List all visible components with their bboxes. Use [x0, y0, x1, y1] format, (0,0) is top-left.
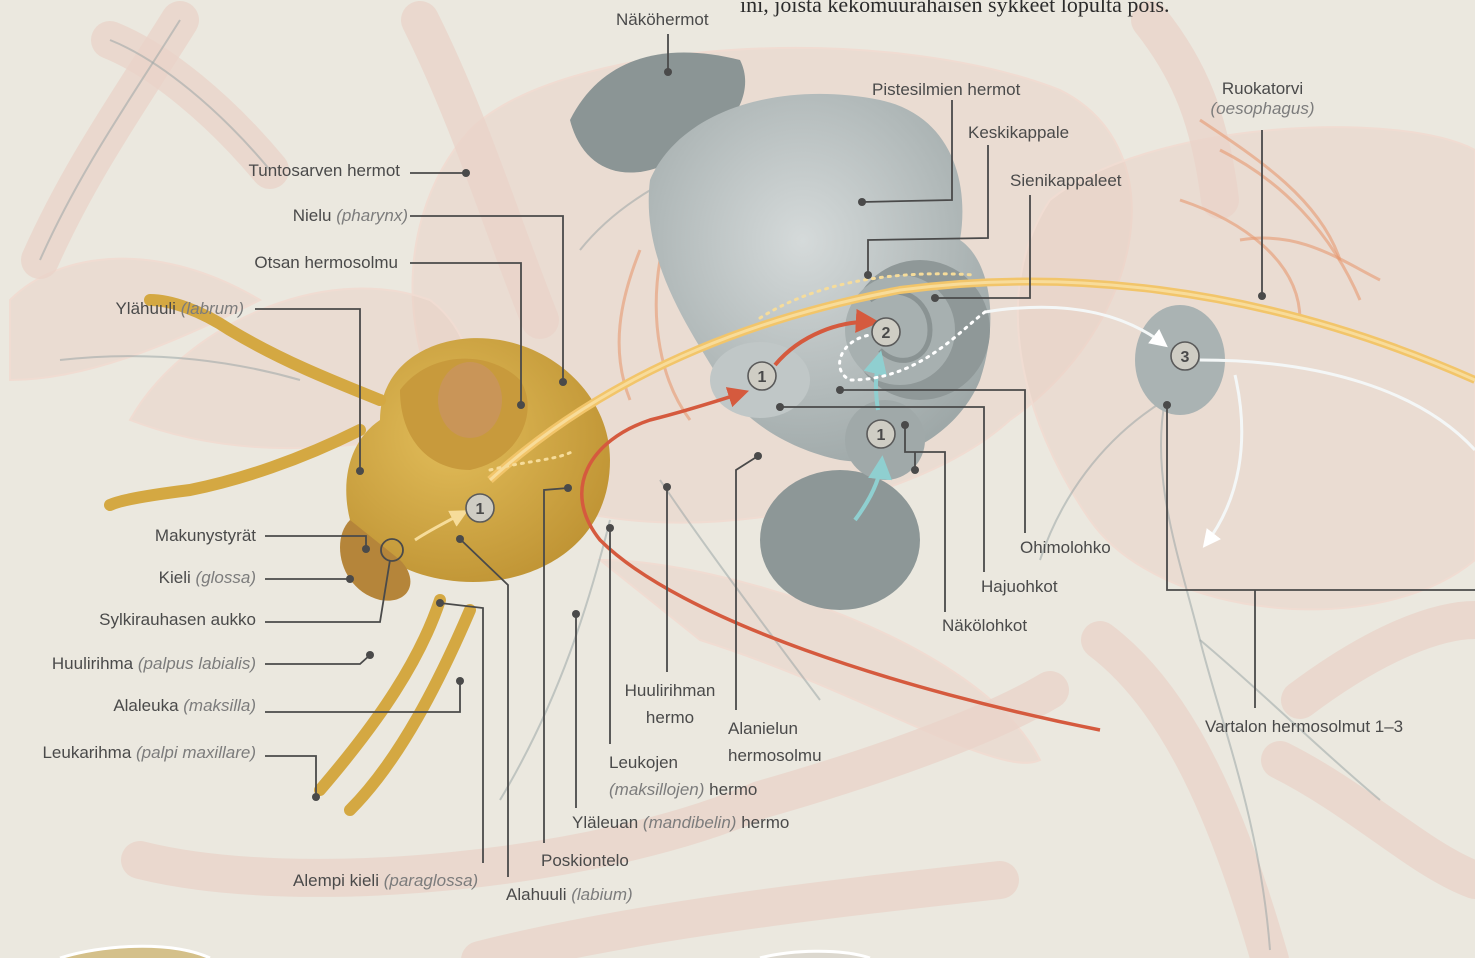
- marker-3: 3: [1171, 342, 1199, 370]
- label-poskiontelo: Poskiontelo: [541, 851, 629, 871]
- label-kieli-text: Kieli: [159, 568, 191, 587]
- header-text: ini, joista kekomuurahaisen sykkeet lopu…: [740, 0, 1170, 18]
- bottom-inset-right: [760, 951, 870, 958]
- label-huulirihma-latin: (palpus labialis): [138, 654, 256, 673]
- label-ylaleuan-hermo: Yläleuan (mandibelin) hermo: [572, 813, 789, 833]
- label-nielu-latin: (pharynx): [336, 206, 408, 225]
- bottom-inset-left: [60, 946, 210, 958]
- marker-1-lower-label: 1: [877, 427, 886, 444]
- label-sienikappaleet: Sienikappaleet: [1010, 171, 1122, 191]
- marker-2-label: 2: [882, 325, 891, 342]
- label-alahuuli-text: Alahuuli: [506, 885, 567, 904]
- label-pistesilmien-hermot: Pistesilmien hermot: [872, 80, 1020, 100]
- label-alanielun-text-1: Alanielun: [728, 715, 822, 742]
- label-leukarihma-text: Leukarihma: [42, 743, 131, 762]
- label-ruokatorvi: Ruokatorvi (oesophagus): [1200, 79, 1325, 119]
- label-alahuuli-latin: (labium): [571, 885, 632, 904]
- marker-1-upper: 1: [748, 362, 776, 390]
- label-huulirihman-text-2: hermo: [620, 704, 720, 731]
- label-ylaleuan-latin: (mandibelin): [643, 813, 737, 832]
- label-keskikappale: Keskikappale: [968, 123, 1069, 143]
- label-ylahuuli-text: Ylähuuli: [115, 299, 176, 318]
- label-nakohermot: Näköhermot: [616, 10, 709, 30]
- label-nakolohkot: Näkölohkot: [942, 616, 1027, 636]
- label-hajuohkot: Hajuohkot: [981, 577, 1058, 597]
- label-tuntosarven-hermot: Tuntosarven hermot: [249, 161, 401, 181]
- label-alempi-kieli-text: Alempi kieli: [293, 871, 379, 890]
- label-ylaleuan-suffix: hermo: [741, 813, 789, 832]
- label-ylahuuli-latin: (labrum): [181, 299, 244, 318]
- label-kieli: Kieli (glossa): [159, 568, 256, 588]
- label-huulirihma: Huulirihma (palpus labialis): [52, 654, 256, 674]
- label-ohimolohko: Ohimolohko: [1020, 538, 1111, 558]
- label-sylkirauhasen-aukko: Sylkirauhasen aukko: [99, 610, 256, 630]
- label-alaleuka-latin: (maksilla): [183, 696, 256, 715]
- marker-2: 2: [872, 318, 900, 346]
- label-alaleuka-text: Alaleuka: [113, 696, 178, 715]
- label-nielu-text: Nielu: [293, 206, 332, 225]
- label-huulirihman-text-1: Huulirihman: [620, 677, 720, 704]
- label-alaleuka: Alaleuka (maksilla): [113, 696, 256, 716]
- label-ruokatorvi-latin: (oesophagus): [1211, 99, 1315, 118]
- label-ylahuuli: Ylähuuli (labrum): [115, 299, 244, 319]
- label-leukojen-suffix: hermo: [709, 780, 757, 799]
- label-huulirihman-hermo: Huulirihman hermo: [620, 677, 720, 731]
- marker-3-label: 3: [1181, 349, 1190, 366]
- marker-1-lower: 1: [867, 420, 895, 448]
- label-alanielun-text-2: hermosolmu: [728, 742, 822, 769]
- label-alahuuli: Alahuuli (labium): [506, 885, 633, 905]
- compound-eye-bottom: [760, 470, 920, 610]
- label-kieli-latin: (glossa): [196, 568, 256, 587]
- label-leukojen-latin: (maksillojen): [609, 780, 704, 799]
- label-vartalon-hermosolmut: Vartalon hermosolmut 1–3: [1205, 717, 1403, 737]
- label-alanielun-hermosolmu: Alanielun hermosolmu: [728, 715, 822, 769]
- label-alempi-kieli-latin: (paraglossa): [384, 871, 479, 890]
- marker-1-head-label: 1: [476, 501, 485, 518]
- label-nielu: Nielu (pharynx): [293, 206, 408, 226]
- label-leukarihma-latin: (palpi maxillare): [136, 743, 256, 762]
- label-ylaleuan-text: Yläleuan: [572, 813, 638, 832]
- label-leukarihma: Leukarihma (palpi maxillare): [42, 743, 256, 763]
- label-otsan-hermosolmu: Otsan hermosolmu: [254, 253, 398, 273]
- marker-1-head: 1: [466, 494, 494, 522]
- label-ruokatorvi-text: Ruokatorvi: [1200, 79, 1325, 99]
- label-makunystyrat: Makunystyrät: [155, 526, 256, 546]
- label-huulirihma-text: Huulirihma: [52, 654, 133, 673]
- marker-1-upper-label: 1: [758, 369, 767, 386]
- label-alempi-kieli: Alempi kieli (paraglossa): [293, 871, 478, 891]
